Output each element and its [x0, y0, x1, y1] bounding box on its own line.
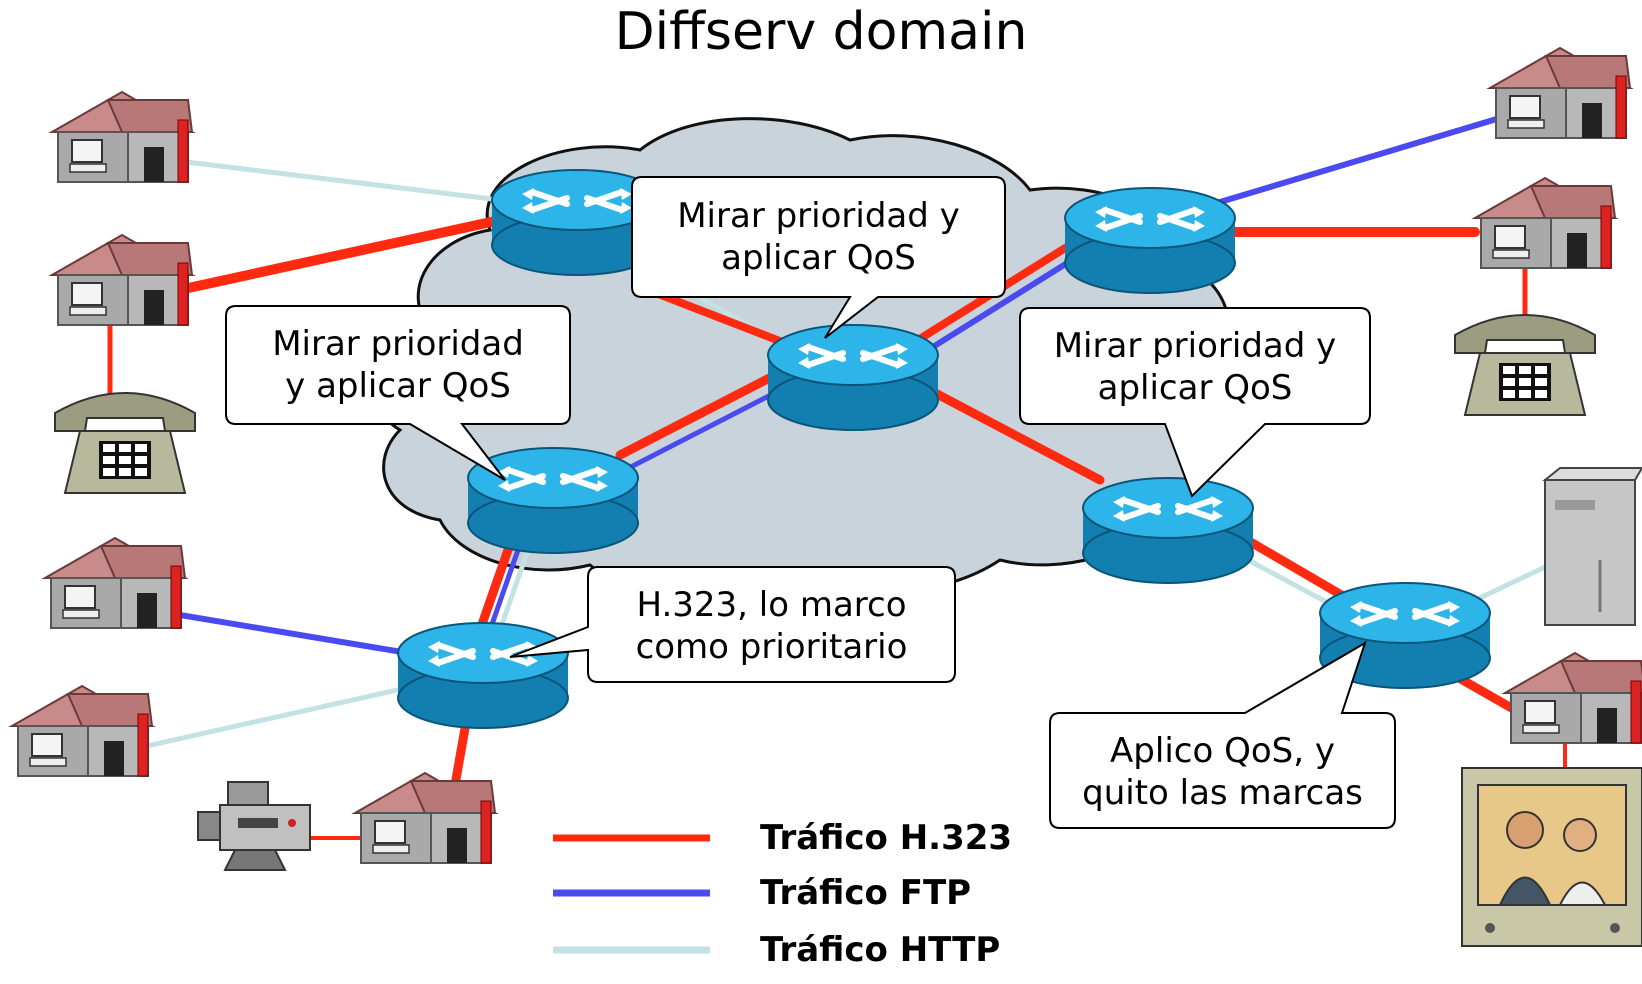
page-title: Diffserv domain	[614, 2, 1028, 62]
video-monitor-icon	[1461, 767, 1642, 947]
bubble-left-text: Mirar prioridad y aplicar QoS	[272, 324, 524, 406]
server-icon	[1542, 467, 1642, 626]
bubble-top-text: Mirar prioridad y aplicar QoS	[677, 196, 960, 278]
legend-label-http: Tráfico HTTP	[760, 930, 1001, 970]
bubble-left	[225, 305, 571, 481]
bubble-right	[1019, 307, 1371, 498]
bubble-egress-text: Aplico QoS, y quito las marcas	[1082, 731, 1363, 813]
bubble-egress	[1049, 640, 1396, 829]
bubble-top	[631, 176, 1006, 339]
legend	[553, 834, 710, 954]
legend-label-h323: Tráfico H.323	[760, 818, 1013, 858]
legend-label-ftp: Tráfico FTP	[760, 873, 972, 913]
bubble-marker-text: H.323, lo marco como prioritario	[635, 585, 908, 667]
bubble-right-text: Mirar prioridad y aplicar QoS	[1053, 326, 1337, 408]
bubble-marker	[509, 566, 956, 683]
camera-icon	[197, 781, 311, 871]
